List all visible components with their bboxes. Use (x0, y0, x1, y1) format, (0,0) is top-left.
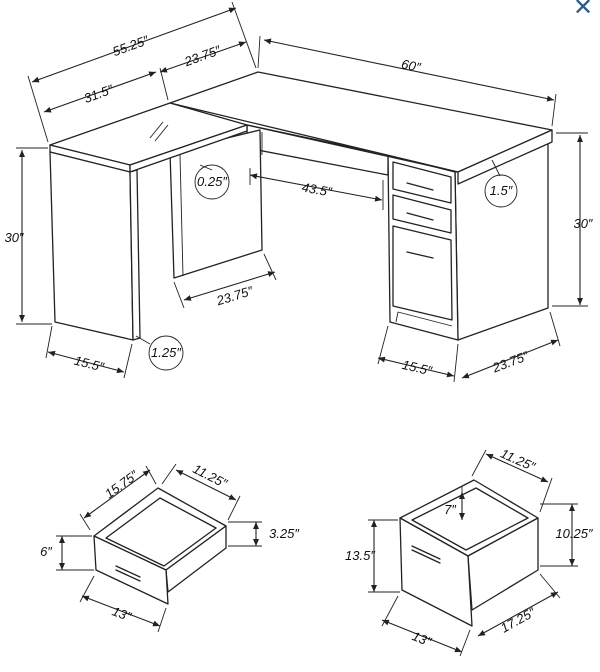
dim-small-drawer-front-height: 6″ (40, 544, 52, 559)
file-drawer-diagram: 11.25″ 7″ 10.25″ 13.5″ 13″ 17.25″ (345, 446, 593, 657)
dim-file-drawer-depth: 17.25″ (498, 604, 538, 635)
dim-desk-depth-total: 55.25″ (110, 32, 150, 59)
dim-panel-thickness: 0.25″ (197, 174, 227, 189)
dim-panel-depth: 23.75″ (214, 283, 255, 309)
file-drawer-front (399, 517, 473, 627)
drawer-2 (392, 194, 452, 234)
dim-desk-length: 60″ (400, 56, 422, 75)
dim-return-width: 23.75″ (182, 42, 223, 69)
l-shaped-desk (49, 71, 553, 341)
dim-leg-thickness: 1.25″ (151, 345, 181, 360)
dim-file-drawer-front-width: 13″ (410, 628, 434, 649)
dim-small-drawer-front-width: 13″ (110, 603, 134, 624)
close-icon[interactable]: ✕ (572, 0, 594, 21)
dim-file-drawer-inner-height: 7″ (444, 502, 456, 517)
dim-return-length: 31.5″ (82, 81, 116, 105)
dim-height-left: 30″ (4, 230, 23, 245)
dim-small-drawer-depth: 15.75″ (102, 467, 141, 501)
dim-height-right: 30″ (573, 216, 592, 231)
drawer-1 (392, 161, 452, 204)
left-leg (49, 151, 134, 341)
dim-small-drawer-inner-height: 3.25″ (269, 526, 299, 541)
dim-pedestal-width: 15.5″ (401, 357, 434, 378)
dim-knee-width: 43.5″ (301, 180, 333, 200)
dim-top-thickness: 1.5″ (490, 183, 513, 198)
small-drawer-diagram: 15.75″ 11.25″ 3.25″ 6″ 13″ (40, 461, 299, 633)
dim-pedestal-depth: 23.75″ (489, 348, 530, 376)
drawer-front (93, 535, 169, 605)
file-drawer (392, 225, 453, 321)
dim-file-drawer-side-height: 10.25″ (555, 526, 593, 541)
dim-leg-width: 15.5″ (73, 353, 106, 375)
dim-file-drawer-width: 11.25″ (498, 446, 538, 475)
dim-file-drawer-front-height: 13.5″ (345, 548, 375, 563)
